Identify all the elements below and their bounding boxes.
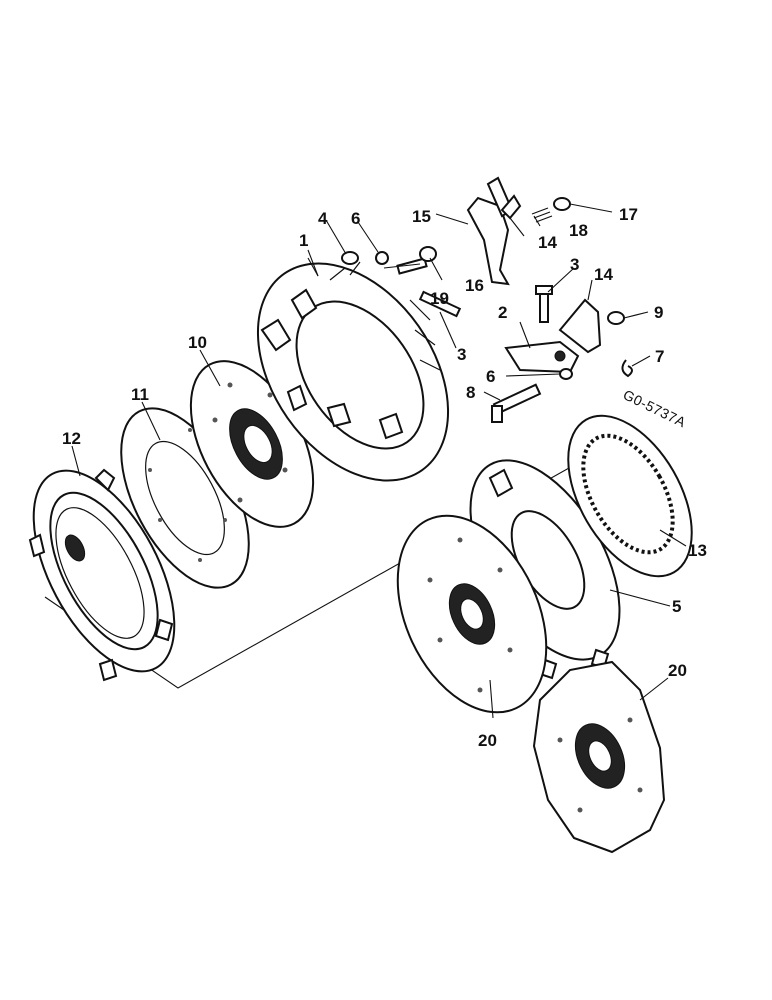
part-3-bolt-a (418, 290, 462, 318)
callout-19: 19 (430, 289, 449, 308)
part-16-bushing (419, 246, 437, 262)
part-6-washer-a (375, 251, 389, 265)
part-19-bolt (396, 257, 428, 275)
callout-5: 5 (672, 597, 681, 616)
callout-20b: 20 (668, 661, 687, 680)
part-1-housing (256, 261, 450, 482)
part-2-lever (504, 340, 580, 374)
callout-6b: 6 (486, 367, 495, 386)
part-3-bolt-b (535, 285, 553, 323)
callout-8: 8 (466, 383, 475, 402)
part-6-washer-b (559, 368, 573, 380)
part-11-disc (120, 407, 250, 589)
callout-15: 15 (412, 207, 431, 226)
callout-6a: 6 (351, 209, 360, 228)
callout-9: 9 (654, 303, 663, 322)
part-9-nut (607, 311, 625, 325)
callout-13: 13 (688, 541, 707, 560)
part-18-spring (531, 207, 553, 223)
callout-2: 2 (498, 303, 507, 322)
callout-12: 12 (62, 429, 81, 448)
callout-17: 17 (619, 205, 638, 224)
part-8-pin (491, 383, 542, 423)
part-12-cover (28, 468, 176, 682)
callout-1: 1 (299, 231, 308, 250)
leader-lines (71, 203, 687, 719)
part-15-lever-assembly (466, 176, 522, 286)
callout-3b: 3 (570, 255, 579, 274)
callout-10: 10 (188, 333, 207, 352)
callout-4: 4 (318, 209, 328, 228)
callout-20a: 20 (478, 731, 497, 750)
callout-14b: 14 (594, 265, 613, 284)
part-17-nut (553, 197, 571, 211)
part-20-clutch-disc-b (532, 660, 666, 854)
figure-ref-code: G0-5737A (621, 386, 689, 430)
part-7-clip (621, 359, 633, 378)
callout-18: 18 (569, 221, 588, 240)
callout-14a: 14 (538, 233, 557, 252)
callout-16: 16 (465, 276, 484, 295)
part-13-spline-ring (567, 414, 693, 578)
callout-7: 7 (655, 347, 664, 366)
callout-3a: 3 (457, 345, 466, 364)
part-4-nut (341, 251, 359, 265)
part-20-clutch-disc-a (396, 514, 548, 714)
callout-11: 11 (131, 385, 149, 404)
part-14-bracket (558, 298, 602, 354)
